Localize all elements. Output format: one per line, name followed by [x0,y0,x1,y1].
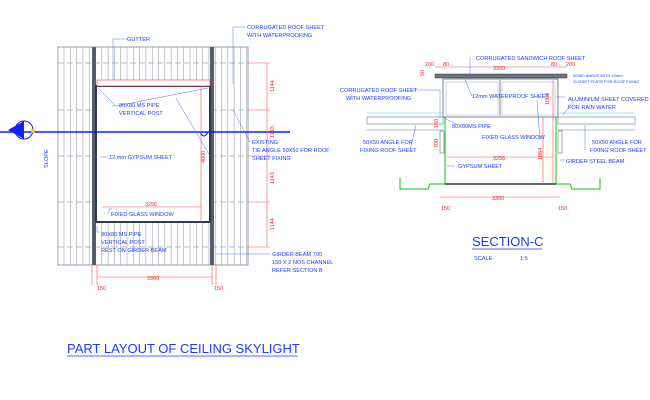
right-angle-label: 50X50 ANGLE FOR [592,140,642,146]
aluminium-sheet-label: ALUMINIUM SHEET COVERED [568,97,649,103]
gypsum-sheet [399,117,601,190]
section-roof-sheet-label: CORRUGATED ROOF SHEET [340,88,418,94]
sandwich-roof-sheet [434,73,568,79]
dim-left-offset: 150 [97,286,106,292]
dim-right-offset: 150 [214,286,223,292]
angle-gusset-label-2: GUSSET PLATE FOR ROOF FIXING [573,79,640,84]
section-title: SECTION-C [472,234,544,249]
sec-dim-inner-height: 1864 [538,148,544,160]
section-roof-sheet-label-2: WITH WATERPROOFING [346,96,411,102]
sec-dim-top-width: 3360 [493,66,505,72]
section-marker-icon [8,120,35,140]
plan-title: PART LAYOUT OF CEILING SKYLIGHT [67,341,300,356]
post-rest-label-3: REST ON GIRDER BEAM [101,248,167,254]
sec-dim-beam: 700 [434,139,440,148]
section-pipe-label: 80X80MS PIPE [452,124,491,130]
scale-value: 1:5 [520,256,528,262]
dim-3: 1143 [270,172,276,184]
waterproof-sheet-label: 12mm WATERPROOF SHEET [472,94,549,100]
girder-steel-label: GIRDER STEEL BEAM [566,159,625,165]
scale-label: SCALE- [474,256,494,262]
roof-sheet-label-2: WITH WATERPROOFING [247,33,312,39]
pipe-post-label: 80X80 MS PIPE [119,103,160,109]
right-girder-beam [210,47,214,265]
pipe-post-label-2: VERTICAL POST [119,111,163,117]
existing-label-2: TIE ANGLE 50X50 FOR ROOF [252,148,330,154]
sec-dim-inner-width: 3256 [493,156,505,162]
sec-dim-right-post: 80 [551,62,557,68]
sec-dim-right-overhang: 200 [566,62,575,68]
slope-label: SLOPE [44,149,50,168]
gutter-label: GUTTER [127,37,150,43]
sec-dim-small-1: 50 [420,70,426,76]
post-rest-label-2: VERTICAL POST [101,240,145,246]
roof-sheet-label: CORRUGATED ROOF SHEET [247,25,325,31]
angle-gusset-label: 50X50 ANGLE WITH 10mm [573,73,623,78]
sandwich-sheet-label: CORRUGATED SANDWICH ROOF SHEET [476,56,586,62]
left-girder-beam [92,47,96,265]
post-rest-label: 80X80 MS PIPE [101,232,142,238]
dim-2: 1143 [270,126,276,138]
plan-view: GUTTER CORRUGATED ROOF SHEET WITH WATERP… [0,25,333,357]
section-view: CORRUGATED SANDWICH ROOF SHEET 50X50 ANG… [340,56,649,262]
sec-dim-bottom-width: 3360 [492,196,504,202]
dim-height: 4000 [201,151,207,163]
sec-dim-bottom-left: 150 [441,206,450,212]
aluminium-sheet-label-2: FOR RAIN WATER [568,105,616,111]
existing-label: EXISTING [252,140,278,146]
sec-dim-small-2: 150 [434,119,440,128]
sec-dim-height: 1000 [545,93,551,105]
glass-window-label: FIXED GLASS WINDOW [111,212,174,218]
section-glass-label: FIXED GLASS WINDOW [482,135,545,141]
dim-1: 1144 [270,80,276,92]
dim-width: 3360 [147,276,159,282]
gutter [96,79,211,87]
sec-dim-left-post: 80 [443,62,449,68]
side-roof-sheets [366,112,636,131]
girder-label: GIRDER BEAM 700 [272,252,322,258]
dim-4: 1144 [270,218,276,230]
girder-label-3: REFER SECTION B [272,268,323,274]
left-angle-label: 50X50 ANGLE FOR [363,140,413,146]
existing-label-3: SHEET FIXING [252,156,291,162]
sec-dim-left-overhang: 200 [425,62,434,68]
girder-label-2: 150 X 2 NOS CHANNEL [272,260,333,266]
dim-inner-width: 3256 [145,202,157,208]
right-angle-label-2: FIXING ROOF SHEET [590,148,647,154]
gypsum-label: 12 mm GYPSUM SHEET [109,155,173,161]
section-gypsum-label: GYPSUM SHEET [458,164,503,170]
left-angle-label-2: FIXING ROOF SHEET [360,148,417,154]
sec-dim-bottom-right: 150 [558,206,567,212]
